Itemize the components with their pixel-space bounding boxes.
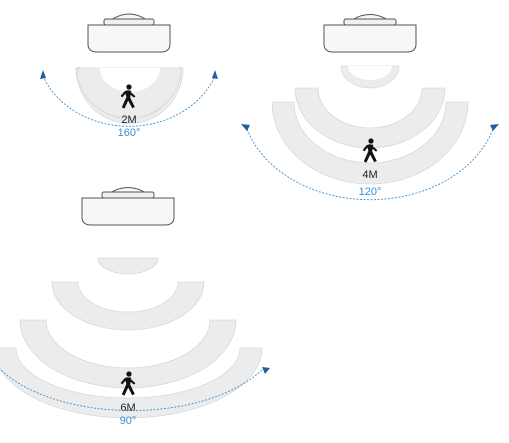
arrow-right — [490, 124, 499, 131]
ceiling-sensor-icon — [81, 197, 175, 226]
band-far — [271, 101, 469, 185]
arrow-left — [40, 70, 46, 79]
arrow-right — [262, 367, 270, 374]
range-label: 6M — [120, 402, 135, 414]
band-2 — [51, 281, 205, 331]
ceiling-sensor-icon — [323, 24, 417, 53]
sensor-2 — [323, 14, 417, 53]
ceiling-sensor-icon — [87, 24, 171, 53]
coverage-arc — [0, 367, 265, 411]
sensor-1 — [87, 13, 171, 53]
arrow-left — [241, 124, 250, 131]
band-4 — [0, 347, 263, 419]
angle-label: 90° — [120, 415, 137, 427]
band-inner-light — [100, 68, 160, 92]
panel-2m: 2M 160° — [40, 13, 218, 139]
angle-label: 120° — [359, 186, 382, 198]
range-label: 2M — [121, 114, 136, 126]
sensor-2-ring — [343, 18, 397, 26]
angle-label: 160° — [118, 127, 141, 139]
band-3 — [19, 319, 237, 389]
sensor-3-ring — [101, 191, 155, 199]
panel-4m: 4M 120° — [241, 14, 499, 201]
sensor-1-ring — [103, 18, 155, 26]
sensor-3 — [81, 187, 175, 226]
band-mid — [294, 87, 446, 149]
arrow-right — [212, 70, 218, 79]
panel-6m: 6M 90° — [0, 187, 270, 427]
band-1-clear — [98, 242, 158, 250]
band-mid-clear — [348, 66, 392, 80]
coverage-arc — [42, 75, 216, 127]
band-1 — [97, 257, 159, 275]
range-label: 4M — [362, 169, 377, 181]
